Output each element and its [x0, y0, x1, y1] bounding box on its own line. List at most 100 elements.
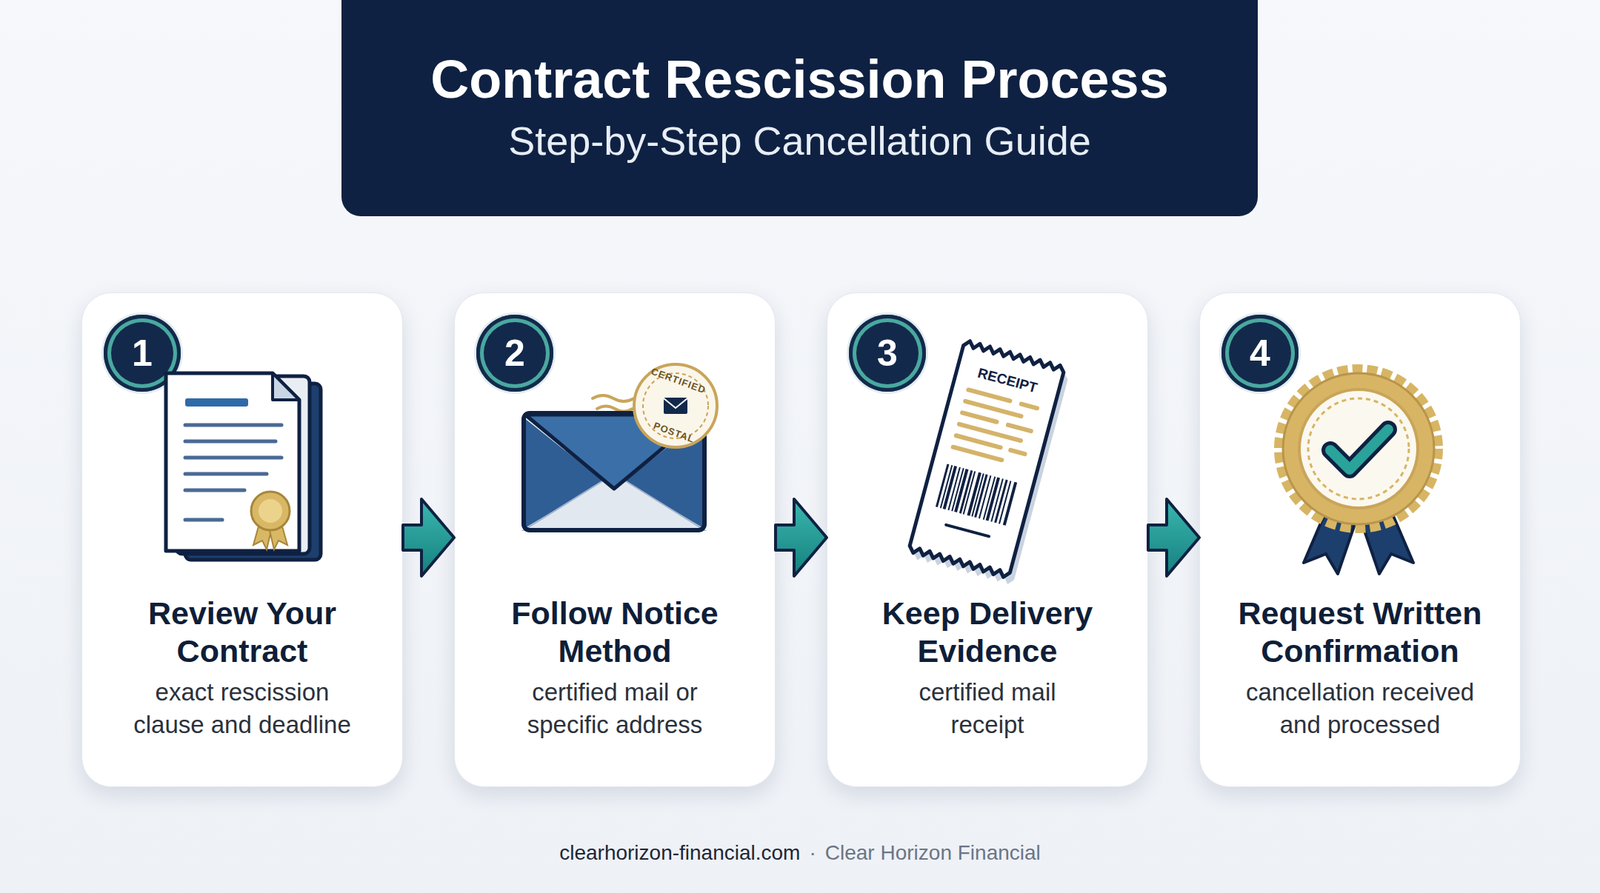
diagram-subtitle: Step-by-Step Cancellation Guide — [341, 118, 1258, 163]
footer-bar: clearhorizon-financial.com · Clear Horizon… — [0, 837, 1600, 870]
step-card: 4Request Written Confirmationcancellatio… — [1199, 292, 1521, 788]
footer-brand: Clear Horizon Financial — [825, 841, 1041, 866]
envelope-icon-part — [624, 417, 705, 529]
step-description: cancellation received and processed — [1237, 676, 1483, 742]
step-number-circle: 2 — [476, 314, 554, 392]
flow-arrow — [775, 499, 827, 577]
receipt-icon-part-part — [942, 465, 958, 510]
receipt-icon-part — [945, 525, 989, 538]
envelope-icon-part-part — [597, 406, 633, 412]
document-icon-part-part — [185, 456, 282, 460]
approval-badge-icon-part — [1282, 373, 1435, 525]
step-number-circle: 4 — [1221, 314, 1299, 392]
document-icon-part — [272, 373, 300, 400]
approval-badge-icon-part — [1330, 429, 1389, 470]
envelope-icon-part — [592, 395, 635, 412]
document-icon-part-part — [185, 423, 282, 428]
document-icon-part — [185, 398, 249, 407]
envelope-icon-part — [523, 474, 705, 531]
step-number: 2 — [476, 314, 554, 392]
approval-badge-icon-part — [1330, 429, 1389, 470]
receipt-icon-part-part — [966, 472, 981, 517]
receipt-icon-part-part — [1021, 404, 1038, 409]
approval-badge-icon-part — [1303, 511, 1356, 575]
diagram-title: Contract Rescission Process — [341, 49, 1258, 109]
document-icon-part — [251, 491, 290, 531]
receipt-icon-part-part — [1002, 482, 1018, 526]
receipt-icon-part-part — [974, 474, 988, 518]
receipt-icon-part-part — [1010, 450, 1025, 455]
document-icon-part — [176, 376, 310, 555]
document-icon-part-part — [185, 472, 267, 477]
step-description: certified mail or specific address — [492, 676, 738, 742]
flow-arrow — [402, 499, 455, 577]
approval-badge-icon-part — [1278, 368, 1439, 529]
receipt-icon-part-part — [978, 475, 992, 519]
receipt-icon-part-part — [990, 478, 1003, 522]
receipt-icon-part-part — [956, 435, 1001, 448]
receipt-icon-part-part — [962, 412, 997, 422]
title-banner: Contract Rescission ProcessStep-by-Step … — [341, 0, 1258, 217]
envelope-icon — [523, 364, 718, 531]
document-icon-part — [185, 425, 282, 520]
envelope-icon-part — [663, 398, 688, 409]
step-description: exact rescission clause and deadline — [120, 676, 365, 742]
receipt-icon-part-part — [953, 447, 1003, 461]
step-number-circle: 1 — [103, 314, 181, 392]
envelope-icon-part — [663, 397, 688, 415]
step-number: 1 — [103, 314, 181, 392]
approval-badge-icon-part — [1361, 511, 1414, 575]
document-icon-part — [165, 373, 300, 552]
receipt-icon-part-part — [951, 468, 964, 512]
receipt-icon-part-part — [935, 463, 949, 508]
receipt-icon-part — [912, 347, 1070, 586]
envelope-icon-part — [525, 414, 703, 489]
step-number: 4 — [1221, 314, 1299, 392]
step-card: 1Review Your Contractexact rescission cl… — [81, 292, 403, 788]
step-card: 3Keep Delivery Evidencecertified mail re… — [826, 292, 1149, 788]
flow-arrow — [1148, 499, 1200, 577]
receipt-icon-part-part — [994, 480, 1008, 524]
receipt-icon — [906, 340, 1072, 586]
receipt-icon-part-part — [962, 471, 976, 515]
approval-badge-icon-part — [1308, 398, 1409, 500]
step-title: Follow Notice Method — [477, 594, 752, 671]
envelope-icon-part — [523, 417, 604, 529]
document-icon-part — [258, 499, 283, 523]
step-number-circle: 3 — [848, 314, 926, 392]
step-title: Keep Delivery Evidence — [850, 594, 1125, 671]
receipt-icon-part — [935, 463, 1018, 526]
envelope-icon-part — [642, 373, 709, 439]
receipt-icon-part — [953, 389, 1038, 466]
footer-separator: · — [808, 841, 816, 866]
receipt-icon-part-part — [959, 470, 973, 515]
receipt-icon-part-part — [971, 473, 984, 517]
step-card: 2Follow Notice Methodcertified mail or s… — [454, 292, 776, 788]
document-icon-part-part — [185, 488, 245, 493]
envelope-icon-part — [523, 413, 705, 531]
receipt-icon-part-part — [940, 465, 953, 509]
receipt-icon-part-part — [954, 468, 969, 513]
receipt-icon-part-part — [985, 477, 1000, 521]
receipt-icon-part-part — [1008, 425, 1032, 432]
document-icon-part — [253, 518, 273, 550]
document-icon — [165, 373, 321, 560]
document-icon-part-part — [185, 440, 276, 444]
envelope-icon-part-part — [592, 395, 635, 402]
receipt-icon-part-part — [959, 424, 1021, 441]
step-title: Request Written Confirmation — [1222, 594, 1498, 671]
footer-url: clearhorizon-financial.com — [559, 841, 800, 866]
document-icon-part-part — [185, 518, 223, 523]
receipt-icon-part-part — [947, 467, 960, 511]
step-description: certified mail receipt — [887, 676, 1088, 742]
envelope-icon-part — [523, 413, 705, 531]
approval-badge-icon-part — [1299, 389, 1418, 509]
approval-badge-icon — [1278, 368, 1439, 575]
receipt-icon-part-part — [965, 401, 1021, 417]
envelope-icon-part — [634, 364, 718, 448]
receipt-icon-part-part — [982, 476, 996, 520]
receipt-icon-part-part — [968, 389, 1010, 401]
document-icon-part — [268, 518, 288, 550]
receipt-icon-part-part — [998, 480, 1012, 524]
